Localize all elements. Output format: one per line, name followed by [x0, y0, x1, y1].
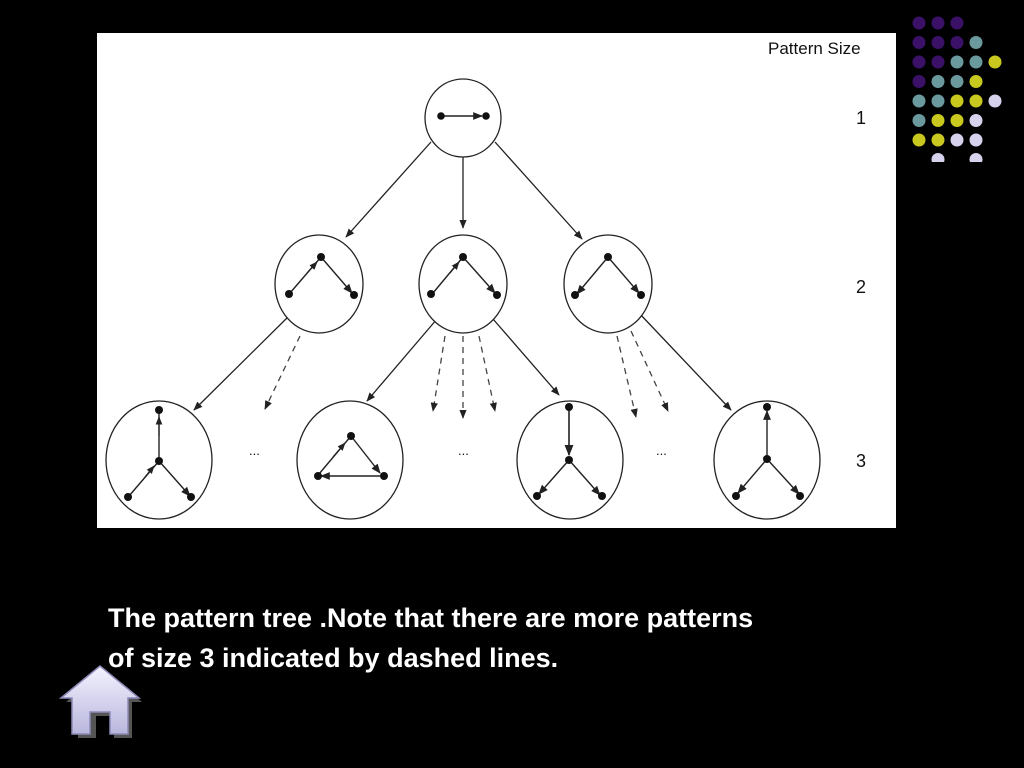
slide-caption: The pattern tree .Note that there are mo…	[108, 598, 948, 678]
decorative-dot	[912, 16, 926, 30]
pattern-size-header: Pattern Size	[768, 39, 861, 58]
decorative-dot	[912, 133, 926, 147]
decorative-dot	[950, 94, 964, 108]
level-label-1: 1	[856, 108, 866, 128]
decorative-dot	[912, 114, 926, 127]
decorative-dot	[931, 75, 945, 88]
pattern-node-size-2-right	[563, 234, 653, 334]
decorative-dot	[912, 55, 926, 69]
decorative-dot	[969, 94, 983, 108]
decorative-dot	[931, 133, 945, 147]
pattern-node-size-3-triangle	[296, 400, 404, 520]
level-label-2: 2	[856, 277, 866, 297]
decorative-dot	[912, 75, 926, 88]
decorative-dot	[931, 55, 945, 69]
caption-line-2: of size 3 indicated by dashed lines.	[108, 643, 559, 673]
decorative-dot	[988, 55, 1002, 69]
level-label-3: 3	[856, 451, 866, 471]
caption-line-1: The pattern tree .Note that there are mo…	[108, 603, 754, 633]
decorative-dot	[988, 94, 1002, 108]
pattern-node-size-3-star-in	[105, 400, 213, 520]
decorative-dot	[969, 36, 983, 49]
decorative-dot	[969, 133, 983, 147]
tree-edge	[366, 318, 438, 402]
pattern-node-size-3-star-out	[713, 400, 821, 520]
decorative-dot	[950, 133, 964, 147]
tree-edge	[345, 141, 432, 238]
ellipsis-marker: ...	[656, 443, 667, 458]
home-icon	[58, 665, 142, 738]
decorative-dot	[931, 36, 945, 49]
pattern-tree-figure: Pattern Size 1 2 3	[97, 33, 896, 528]
decorative-dot	[931, 94, 945, 108]
pattern-tree-diagram: Pattern Size 1 2 3	[105, 39, 866, 520]
tree-edge	[193, 312, 293, 411]
decorative-dot	[931, 153, 945, 162]
decorative-dot	[950, 36, 964, 49]
decorative-dot	[950, 114, 964, 127]
decorative-dot	[931, 16, 945, 30]
pattern-node-size-2-left	[274, 234, 364, 334]
pattern-node-size-1	[424, 78, 502, 158]
pattern-node-size-2-middle	[418, 234, 508, 334]
decorative-dot	[969, 114, 983, 127]
decorative-dot	[950, 75, 964, 88]
decorative-dot	[969, 75, 983, 88]
home-button[interactable]	[58, 664, 144, 740]
dashed-edges	[264, 330, 669, 419]
decorative-dot	[912, 94, 926, 108]
decorative-dot	[950, 55, 964, 69]
ellipsis-marker: ...	[249, 443, 260, 458]
decorative-dot	[931, 114, 945, 127]
decorative-dot	[969, 153, 983, 162]
tree-edge	[638, 312, 732, 411]
decorative-dot-grid	[912, 16, 1002, 162]
decorative-dot	[912, 36, 926, 49]
decorative-dot	[969, 55, 983, 69]
decorative-dot	[950, 16, 964, 30]
pattern-node-size-3-star-down	[516, 400, 624, 520]
tree-edge	[494, 141, 583, 240]
ellipsis-marker: ...	[458, 443, 469, 458]
tree-edge	[492, 318, 560, 396]
